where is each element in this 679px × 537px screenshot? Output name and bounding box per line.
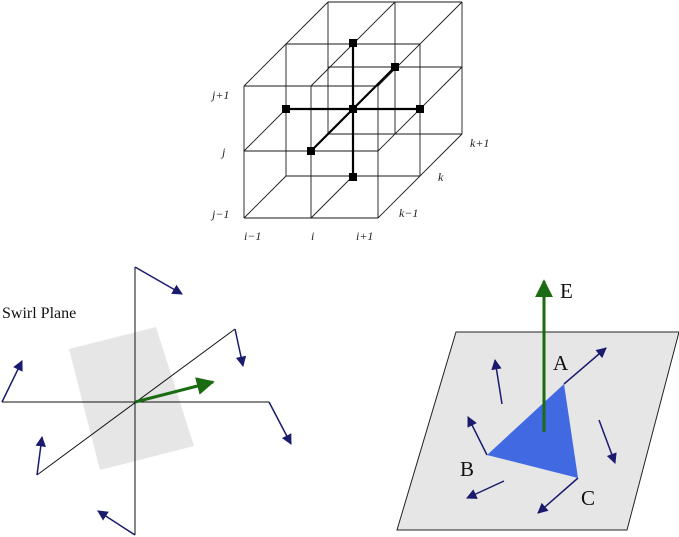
field-arrow — [467, 416, 488, 456]
stencil-node — [307, 147, 315, 155]
field-arrow — [466, 480, 505, 499]
depth-label-k-minus-1: k−1 — [399, 206, 418, 220]
triangle-abc — [487, 384, 578, 478]
stencil-node — [349, 173, 357, 181]
col-label-i: i — [311, 229, 314, 243]
grid-depth-edges — [243, 1, 463, 219]
swirl-arrow — [234, 328, 247, 368]
vertex-label-c: C — [581, 486, 595, 510]
vertex-label-a: A — [553, 351, 569, 375]
field-arrow — [598, 419, 617, 464]
swirl-plane-title: Swirl Plane — [2, 305, 76, 322]
stencil-node — [391, 63, 399, 71]
row-label-j-plus-1: j+1 — [210, 88, 229, 102]
field-arrow — [491, 358, 503, 405]
col-label-i-plus-1: i+1 — [356, 229, 373, 243]
depth-label-k-plus-1: k+1 — [470, 136, 489, 150]
stencil-node — [282, 105, 290, 113]
field-arrow — [537, 477, 579, 514]
row-label-j: j — [220, 145, 226, 159]
swirl-normal-arrow — [134, 377, 215, 404]
swirl-arrow — [268, 401, 292, 445]
row-label-j-minus-1: j−1 — [210, 207, 229, 221]
triangle-diagram: E A B C — [396, 279, 679, 531]
swirl-arrow — [1, 360, 23, 403]
field-arrow — [563, 347, 607, 385]
grid-stencil: j+1 j j−1 i−1 i i+1 k+1 k k−1 — [210, 1, 489, 243]
e-vector-label: E — [560, 279, 573, 303]
col-label-i-minus-1: i−1 — [244, 229, 261, 243]
swirl-arrow — [35, 435, 46, 476]
stencil-nodes — [282, 39, 424, 181]
swirl-arrow — [97, 510, 136, 536]
swirl-plane-diagram: Swirl Plane — [1, 266, 292, 536]
depth-label-k: k — [438, 170, 444, 184]
swirl-plane — [69, 327, 194, 470]
stencil-node — [349, 39, 357, 47]
vertex-label-b: B — [460, 457, 474, 481]
stencil-node — [416, 105, 424, 113]
swirl-arrow — [134, 266, 183, 295]
stencil-node — [349, 105, 357, 113]
